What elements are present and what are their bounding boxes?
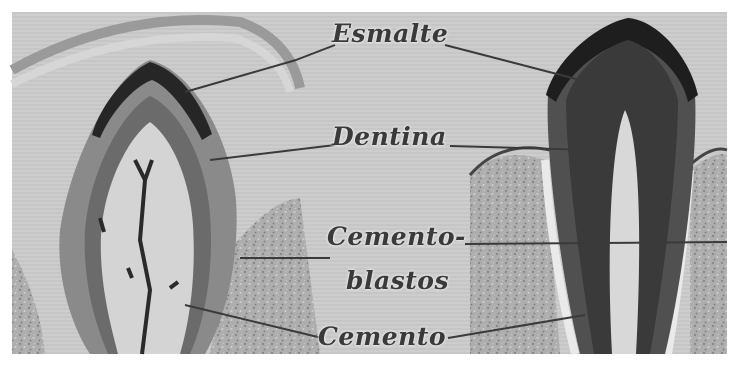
- label-enamel: Esmalte: [332, 21, 448, 47]
- right-border: [727, 0, 737, 366]
- top-border: [0, 0, 737, 12]
- right-alveolar-bone-right: [690, 154, 727, 354]
- label-dentin: Dentina: [332, 124, 447, 150]
- label-cementoblasts-line2: blastos: [346, 268, 449, 294]
- label-cementoblasts-line1: Cemento-: [327, 224, 466, 250]
- left-border: [0, 0, 12, 366]
- label-cementum: Cemento: [318, 324, 446, 350]
- bottom-border: [0, 354, 737, 366]
